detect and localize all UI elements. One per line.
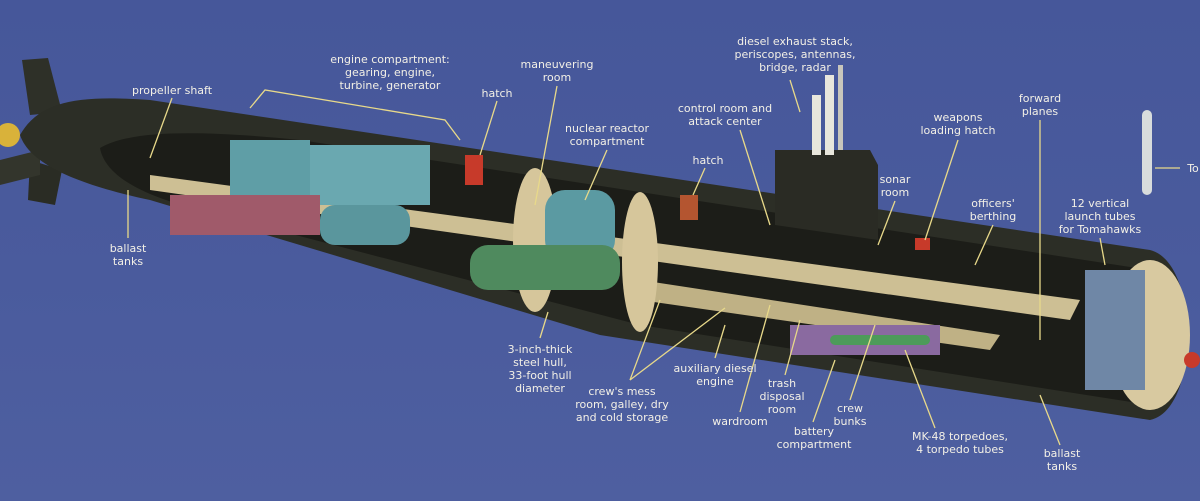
- torpedoes: [830, 335, 930, 345]
- tank-aft: [320, 205, 410, 245]
- label-aux-diesel: auxiliary diesel engine: [673, 362, 757, 388]
- engine-machinery: [230, 140, 310, 195]
- label-sonar-room: sonar room: [879, 173, 911, 199]
- label-nuclear-reactor: nuclear reactor compartment: [565, 122, 649, 148]
- ballast-tank-aft: [170, 195, 320, 235]
- periscope-2: [825, 75, 834, 155]
- label-hatch-aft: hatch: [481, 87, 513, 100]
- label-control-room: control room and attack center: [677, 102, 773, 128]
- label-hull: 3-inch-thick steel hull, 33-foot hull di…: [507, 343, 573, 395]
- hatch-red-aft: [465, 155, 483, 185]
- tomahawk-missile: [1142, 110, 1152, 195]
- label-wardroom: wardroom: [712, 415, 768, 428]
- reactor: [545, 190, 615, 260]
- sail: [775, 150, 878, 240]
- sonar-dome: [1184, 352, 1200, 368]
- label-crews-mess: crew's mess room, galley, dry and cold s…: [575, 385, 669, 424]
- label-tomahawk: To: [1187, 162, 1199, 175]
- launch-tubes: [1085, 270, 1145, 390]
- forward-bulkhead: [622, 192, 658, 332]
- turbine-machinery: [310, 145, 430, 205]
- propeller: [0, 123, 20, 147]
- label-crew-bunks: crew bunks: [833, 402, 867, 428]
- periscope-1: [812, 95, 821, 155]
- mast-3: [838, 65, 843, 150]
- label-battery: battery compartment: [776, 425, 852, 451]
- label-sail-items: diesel exhaust stack, periscopes, antenn…: [734, 35, 856, 74]
- hatch-red-fwd: [680, 195, 698, 220]
- label-propeller-shaft: propeller shaft: [131, 84, 213, 97]
- label-hatch-fwd: hatch: [692, 154, 724, 167]
- leader-lines: [127, 79, 1180, 446]
- label-maneuvering-room: maneuvering room: [520, 58, 594, 84]
- upper-rudder: [22, 58, 62, 115]
- label-trash-disposal: trash disposal room: [759, 377, 805, 416]
- label-launch-tubes: 12 vertical launch tubes for Tomahawks: [1058, 197, 1142, 236]
- label-weapons-hatch: weapons loading hatch: [920, 111, 996, 137]
- stern-plane: [0, 150, 40, 185]
- weapons-hatch-red: [915, 238, 930, 250]
- label-ballast-tanks-fwd: ballast tanks: [1043, 447, 1081, 473]
- reactor-tank: [470, 245, 620, 290]
- label-engine-compartment: engine compartment: gearing, engine, tur…: [330, 53, 450, 92]
- label-forward-planes: forward planes: [1018, 92, 1062, 118]
- label-officers-berthing: officers' berthing: [969, 197, 1017, 223]
- label-ballast-tanks-aft: ballast tanks: [109, 242, 147, 268]
- label-torpedoes: MK-48 torpedoes, 4 torpedo tubes: [911, 430, 1009, 456]
